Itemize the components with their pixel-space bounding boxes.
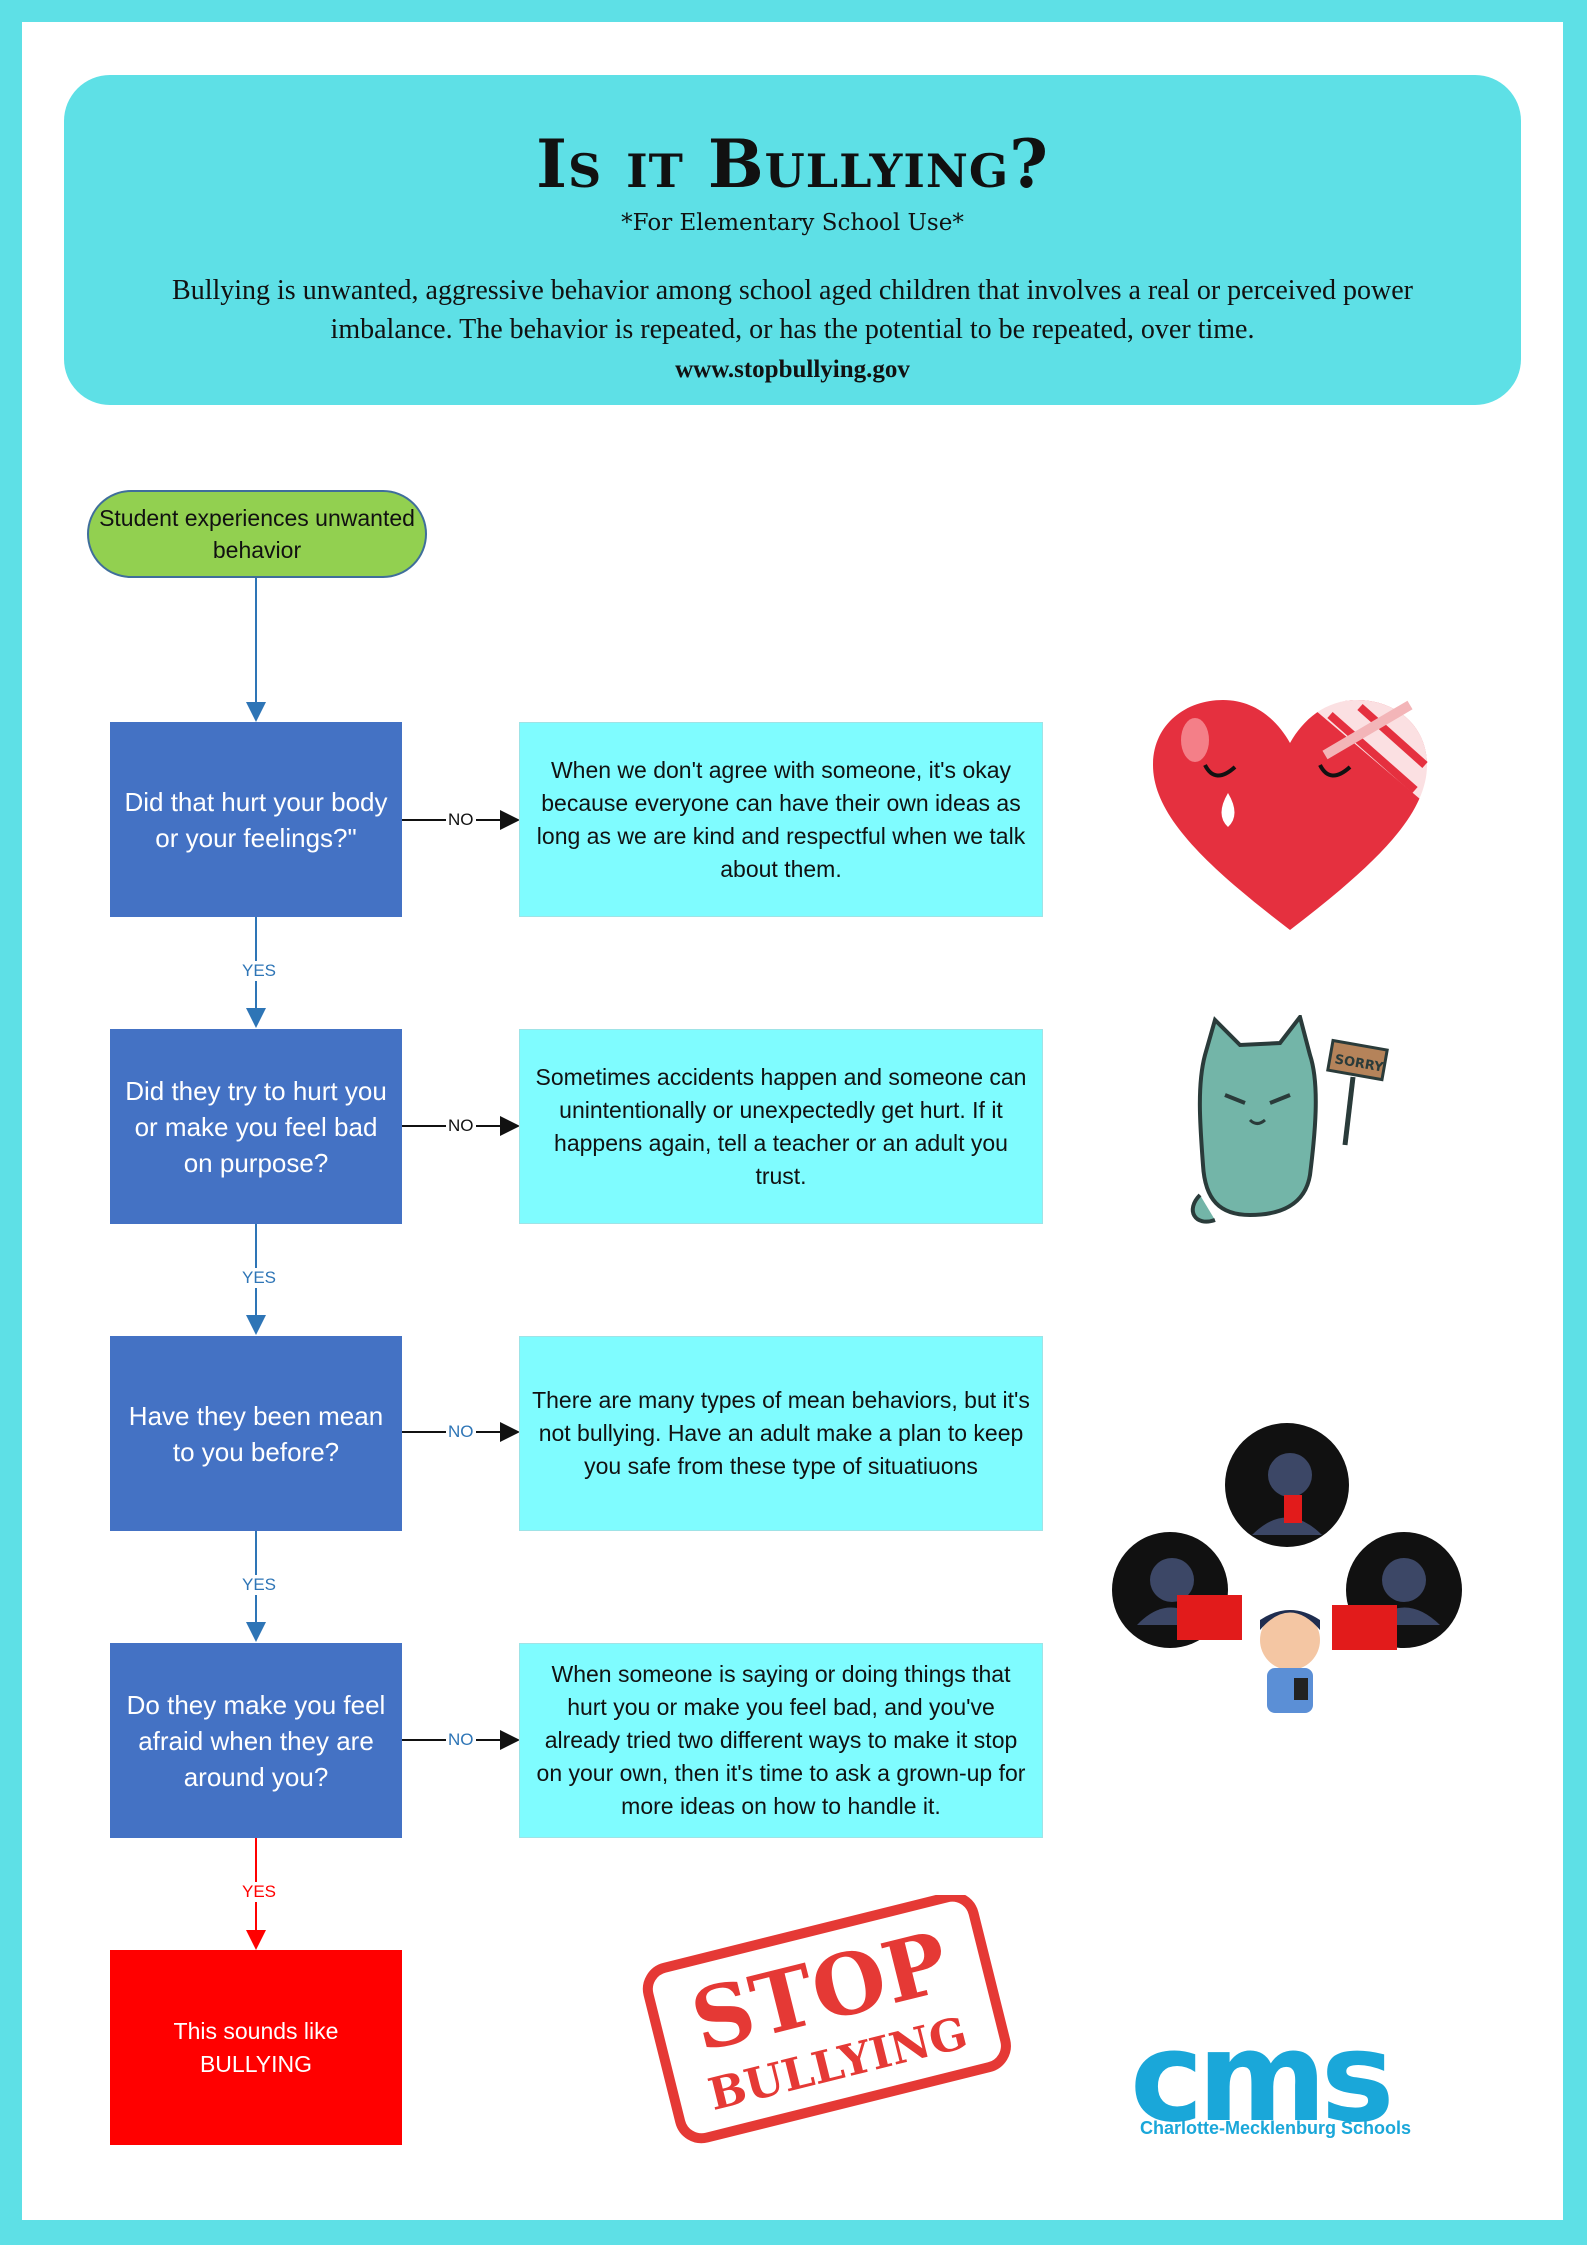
answer-box-1: When we don't agree with someone, it's o… — [519, 722, 1043, 917]
question-box-1: Did that hurt your body or your feelings… — [110, 722, 402, 917]
broken-heart-icon — [1153, 700, 1428, 930]
answer-box-3: There are many types of mean behaviors, … — [519, 1336, 1043, 1531]
question-box-4: Do they make you feel afraid when they a… — [110, 1643, 402, 1838]
answer-box-2: Sometimes accidents happen and someone c… — [519, 1029, 1043, 1224]
no-label-1: NO — [446, 810, 476, 830]
cms-logo-text: Charlotte-Mecklenburg Schools — [1140, 2118, 1412, 2138]
page-title: Is it Bullying? — [536, 125, 1049, 203]
question-box-2: Did they try to hurt you or make you fee… — [110, 1029, 402, 1224]
yes-label-2: YES — [240, 1268, 279, 1288]
no-label-4: NO — [446, 1730, 476, 1750]
bullying-definition: Bullying is unwanted, aggressive behavio… — [172, 275, 1413, 345]
yes-label-4: YES — [240, 1882, 279, 1902]
stop-bullying-stamp-icon: STOP BULLYING — [642, 1895, 1011, 2144]
yes-label-3: YES — [240, 1575, 279, 1595]
header-banner: Is it Bullying? *For Elementary School U… — [64, 75, 1521, 405]
source-url: www.stopbullying.gov — [675, 356, 910, 383]
sorry-cat-icon: SORRY — [1190, 1015, 1389, 1224]
result-box: This sounds like BULLYING — [110, 1950, 402, 2145]
cms-logo-mark: cms — [1130, 2020, 1389, 2150]
flow-start: Student experiences unwanted behavior — [87, 490, 427, 578]
cms-logo-icon: cms — [1130, 2020, 1395, 2150]
result-text: This sounds like BULLYING — [173, 2017, 339, 2077]
answer-box-4: When someone is saying or doing things t… — [519, 1643, 1043, 1838]
no-label-3: NO — [446, 1422, 476, 1442]
cyberbullying-icon — [1112, 1423, 1462, 1713]
yes-label-1: YES — [240, 961, 279, 981]
no-label-2: NO — [446, 1116, 476, 1136]
question-box-3: Have they been mean to you before? — [110, 1336, 402, 1531]
page-subtitle: *For Elementary School Use* — [621, 210, 964, 236]
